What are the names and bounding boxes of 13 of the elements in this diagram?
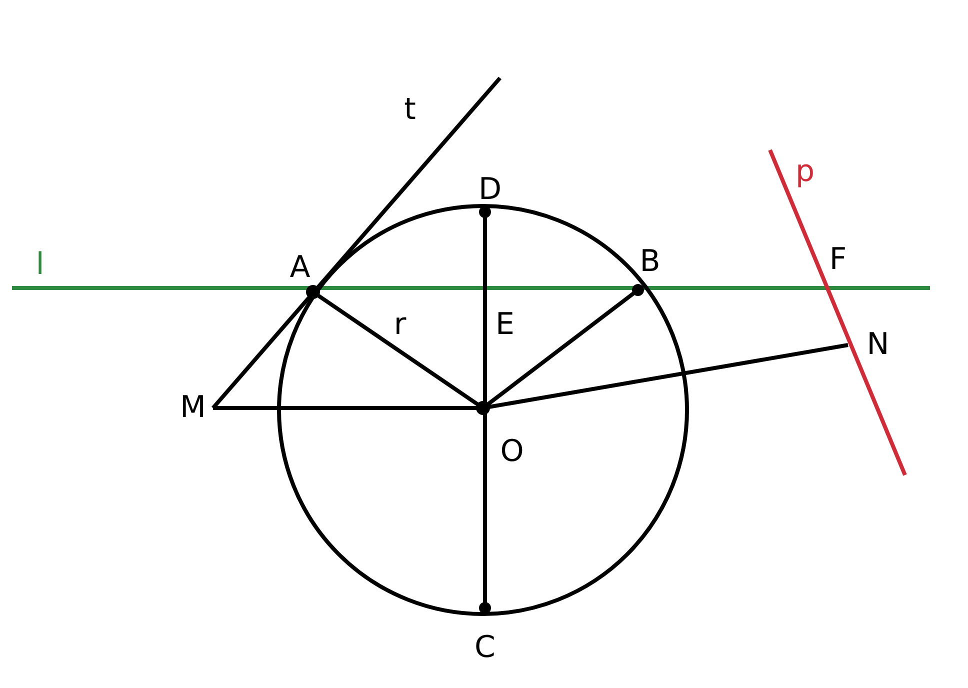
point-label: F [829,243,847,277]
point-label: O [500,435,524,469]
point-label: A [290,251,310,285]
point-label: N [866,328,890,362]
segment-label: r [394,308,406,342]
line-label: t [404,93,416,127]
point-label: B [640,245,660,279]
point-label: M [180,391,206,425]
point-label: D [478,173,502,207]
point-label: E [496,308,514,342]
point-label: C [474,631,496,665]
line-label: l [36,248,44,282]
line-label: p [795,155,815,189]
